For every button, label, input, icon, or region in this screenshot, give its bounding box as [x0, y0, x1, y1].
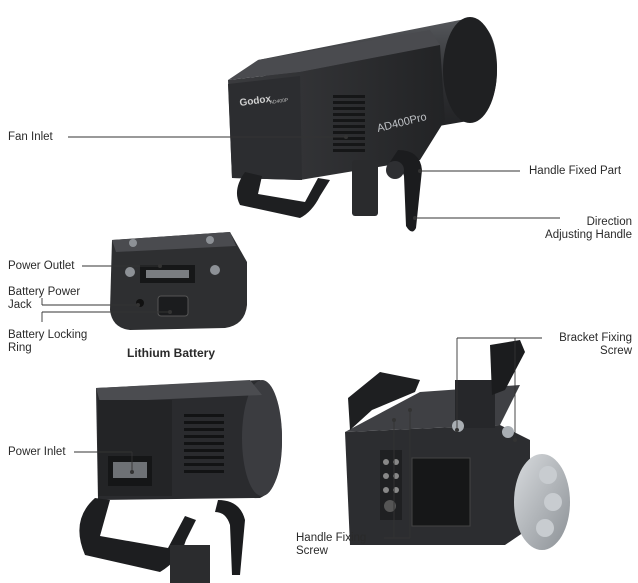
bracket-fixing-screw-left — [452, 420, 464, 432]
fan-inlet-vents — [333, 95, 365, 152]
flash-unit-rear — [79, 380, 282, 583]
rear-panel — [228, 76, 302, 180]
label-power-inlet: Power Inlet — [8, 446, 66, 458]
label-battery-power-jack: Battery Power Jack — [8, 286, 80, 312]
rear-vents — [184, 414, 224, 473]
label-power-outlet: Power Outlet — [8, 260, 75, 272]
direction-handle-side — [490, 340, 525, 395]
label-handle-fixing-screw-line1: Handle Fixing — [296, 532, 367, 544]
label-handle-fixed-part: Handle Fixed Part — [529, 165, 622, 177]
label-bracket-fixing-screw: Bracket Fixing Screw — [522, 332, 632, 358]
leader-dots — [130, 135, 517, 474]
label-battery-locking-ring-line2: Ring — [8, 342, 32, 354]
model-tag: AD400P — [269, 97, 289, 106]
direction-adjusting-handle — [390, 150, 422, 232]
label-bracket-fixing-screw-line2: Screw — [600, 345, 632, 357]
label-fan-inlet: Fan Inlet — [8, 131, 53, 143]
label-direction-adjusting-handle: Direction Adjusting Handle — [512, 216, 632, 242]
label-direction-line2: Adjusting Handle — [545, 229, 632, 241]
label-battery-power-jack-line2: Jack — [8, 299, 32, 311]
label-direction-line1: Direction — [586, 216, 632, 228]
label-handle-fixing-screw-line2: Screw — [296, 545, 328, 557]
label-handle-fixing-screw: Handle Fixing Screw — [296, 532, 366, 558]
lcd-screen — [411, 457, 471, 527]
label-battery-locking-ring-line1: Battery Locking — [8, 329, 88, 341]
leader-lines — [41, 136, 560, 539]
brand-logo: Godox — [239, 94, 272, 109]
bracket-fixing-screw-right — [502, 426, 514, 438]
label-battery-locking-ring: Battery Locking Ring — [8, 329, 87, 355]
battery-locking-ring — [157, 295, 189, 317]
flash-head-front — [443, 17, 497, 123]
bracket-stem — [352, 160, 378, 216]
label-battery-power-jack-line1: Battery Power — [8, 286, 81, 298]
flash-unit-top: Godox AD400P AD400Pro — [228, 17, 498, 232]
label-lithium-battery: Lithium Battery — [127, 346, 216, 360]
bracket-left — [236, 172, 330, 218]
label-bracket-fixing-screw-line1: Bracket Fixing — [559, 332, 632, 344]
lithium-battery-art — [110, 232, 247, 330]
bracket-handle — [348, 372, 420, 430]
flash-unit-side — [345, 340, 570, 550]
